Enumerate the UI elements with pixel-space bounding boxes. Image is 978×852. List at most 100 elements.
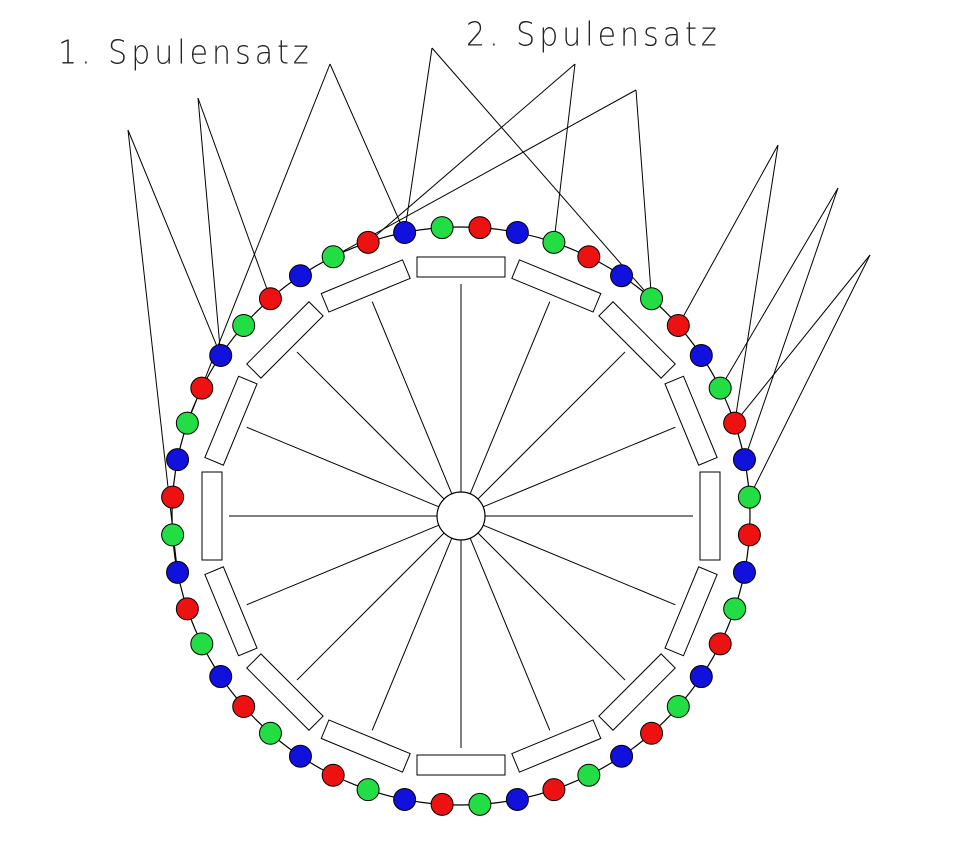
conductor-green	[321, 245, 345, 269]
spoke	[477, 532, 626, 681]
coil-lead-line	[683, 144, 779, 317]
magnet	[204, 566, 258, 657]
magnet	[246, 301, 324, 379]
conductor-blue	[393, 221, 417, 245]
conductor-blue	[209, 665, 233, 689]
conductor-green	[542, 230, 566, 254]
conductor-red	[640, 721, 664, 745]
spoke	[246, 524, 440, 606]
conductor-blue	[610, 264, 634, 288]
conductor-blue	[732, 560, 756, 584]
magnet	[320, 259, 411, 313]
conductor-blue	[166, 560, 190, 584]
conductor-green	[577, 763, 601, 787]
conductor-red	[175, 597, 199, 621]
magnet	[664, 566, 718, 657]
conductor-blue	[505, 221, 529, 245]
magnet	[511, 259, 602, 313]
coil-lead-line	[741, 254, 871, 415]
conductor-blue	[209, 343, 233, 367]
conductor-red	[666, 313, 690, 337]
magnets	[201, 256, 721, 776]
conductor-red	[468, 216, 492, 240]
conductor-green	[723, 597, 747, 621]
spoke	[296, 532, 445, 681]
conductor-green	[161, 523, 185, 547]
conductor-red	[577, 245, 601, 269]
conductor-green	[640, 287, 664, 311]
conductor-green	[430, 216, 454, 240]
conductor-green	[356, 778, 380, 802]
conductor-red	[708, 632, 732, 656]
conductor-green	[190, 632, 214, 656]
coil-lead-line	[635, 89, 652, 288]
conductor-green	[258, 721, 282, 745]
spoke	[371, 537, 453, 731]
conductor-red	[542, 778, 566, 802]
conductor-red	[161, 485, 185, 509]
coil-lead-line	[197, 97, 221, 345]
conductor-blue	[689, 343, 713, 367]
conductor-blue	[505, 787, 529, 811]
conductor-red	[258, 287, 282, 311]
magnet	[246, 653, 324, 731]
conductor-red	[321, 763, 345, 787]
conductors	[161, 216, 761, 816]
conductor-green	[468, 792, 492, 816]
conductor-red	[430, 792, 454, 816]
conductor-blue	[610, 744, 634, 768]
magnet	[204, 375, 258, 466]
spoke	[477, 351, 626, 500]
magnet	[320, 719, 411, 773]
magnet	[664, 375, 718, 466]
conductor-red	[190, 376, 214, 400]
spoke	[469, 301, 551, 495]
spoke	[296, 351, 445, 500]
conductor-red	[232, 695, 256, 719]
magnet	[598, 301, 676, 379]
coil-lead-line	[747, 187, 839, 450]
conductor-red	[356, 230, 380, 254]
conductor-green	[666, 695, 690, 719]
coil-lead-line	[725, 187, 839, 379]
spoke	[482, 524, 676, 606]
coil-lead-line	[342, 89, 637, 252]
conductor-green	[708, 376, 732, 400]
coil-leads	[127, 47, 871, 562]
conductor-green	[175, 411, 199, 435]
magnet	[511, 719, 602, 773]
conductor-blue	[288, 744, 312, 768]
coil-lead-line	[376, 63, 576, 236]
conductor-blue	[166, 448, 190, 472]
coil-lead-line	[405, 47, 433, 222]
coil-lead-line	[197, 97, 268, 289]
conductor-blue	[288, 264, 312, 288]
magnet	[416, 754, 506, 776]
conductor-green	[737, 485, 761, 509]
conductor-green	[232, 313, 256, 337]
coil-set-2-label: 2. Spulensatz	[466, 16, 721, 55]
conductor-blue	[732, 448, 756, 472]
magnet	[699, 471, 721, 561]
magnet	[598, 653, 676, 731]
hub	[436, 491, 486, 541]
spoke	[469, 537, 551, 731]
coil-lead-line	[753, 254, 871, 488]
coil-lead-line	[329, 63, 401, 223]
coil-lead-line	[554, 63, 576, 232]
spoke	[371, 301, 453, 495]
spoke	[482, 426, 676, 508]
conductor-blue	[689, 665, 713, 689]
conductor-blue	[393, 787, 417, 811]
spoke	[246, 426, 440, 508]
magnet	[416, 256, 506, 278]
coil-lead-line	[735, 144, 779, 413]
conductor-red	[737, 523, 761, 547]
conductor-red	[723, 411, 747, 435]
coil-lead-line	[127, 129, 217, 346]
spokes	[229, 284, 693, 748]
outer-ring	[171, 226, 751, 806]
coil-set-1-label: 1. Spulensatz	[58, 34, 313, 73]
coil-lead-line	[431, 47, 645, 291]
